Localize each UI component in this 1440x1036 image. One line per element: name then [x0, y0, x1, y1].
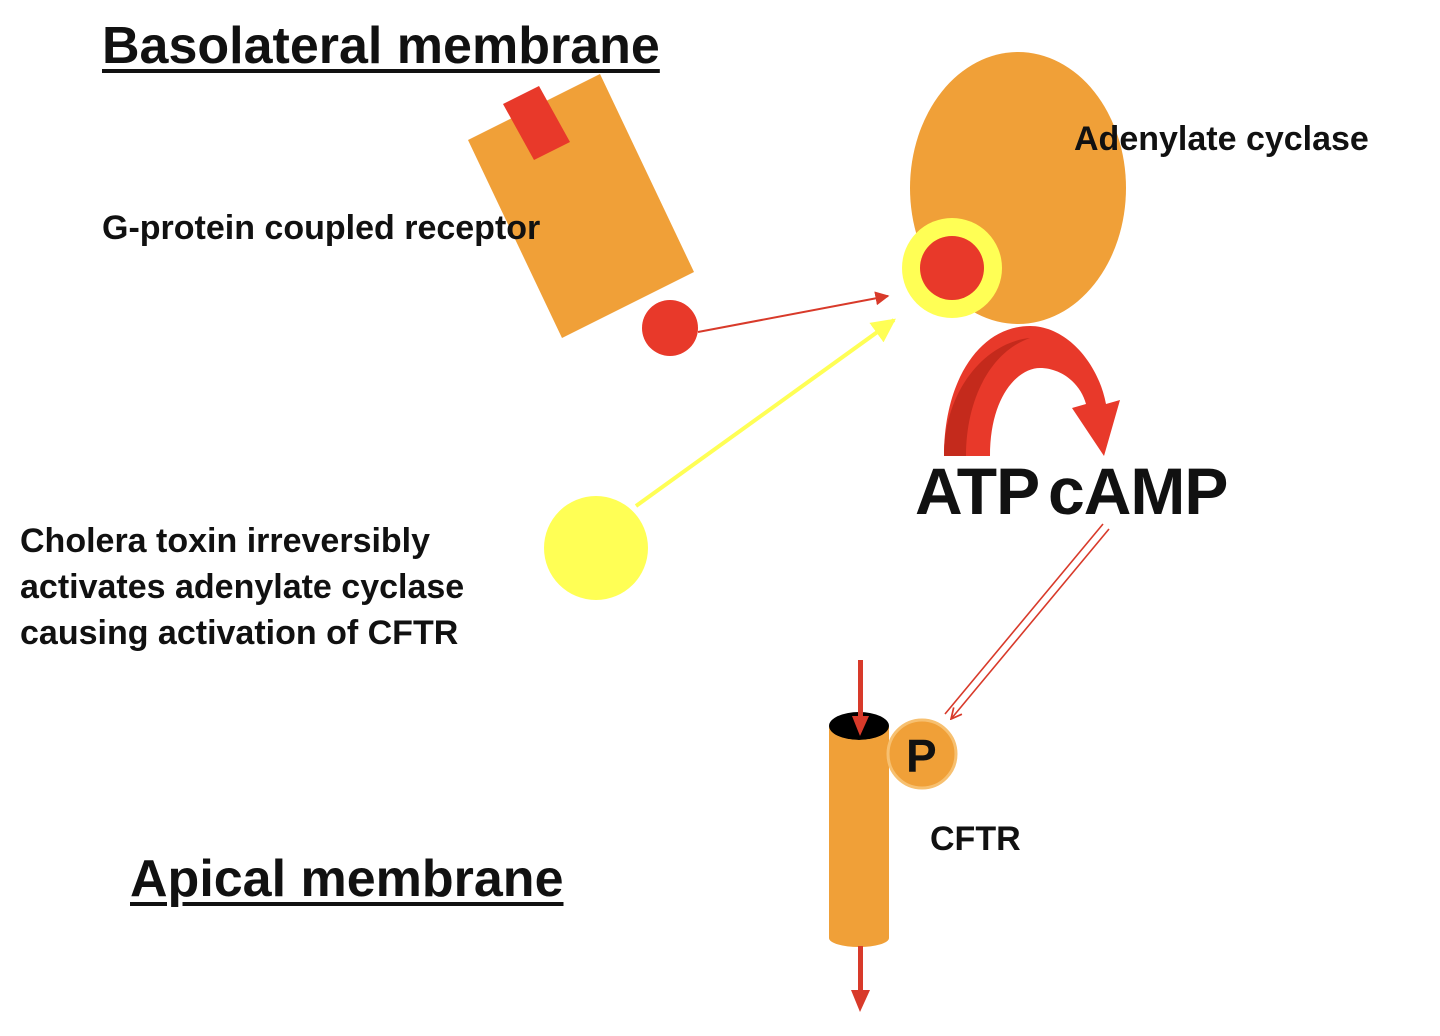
g-protein-to-cyclase-arrow	[697, 291, 890, 333]
phosphate-label: P	[906, 730, 937, 782]
gpcr-label: G-protein coupled receptor	[102, 209, 541, 247]
g-protein-coupled-receptor	[468, 74, 694, 338]
activated-g-protein-complex	[902, 218, 1002, 318]
cholera-line-2: activates adenylate cyclase	[20, 568, 465, 606]
basolateral-membrane-title: Basolateral membrane	[102, 17, 660, 75]
cholera-line-3: causing activation of CFTR	[20, 614, 459, 652]
chloride-influx-arrow	[852, 660, 869, 736]
atp-label: ATP	[915, 454, 1040, 528]
cholera-line-1: Cholera toxin irreversibly	[20, 522, 431, 560]
cholera-toxin-arrow	[634, 318, 896, 508]
g-protein-alpha-subunit	[642, 300, 698, 356]
phosphate-group	[886, 718, 958, 790]
cftr-channel	[829, 712, 889, 947]
apical-membrane-title: Apical membrane	[130, 850, 564, 908]
camp-label: cAMP	[1048, 454, 1228, 528]
adenylate-cyclase-label: Adenylate cyclase	[1074, 120, 1369, 158]
cholera-toxin	[544, 496, 648, 600]
chloride-efflux-arrow	[851, 946, 870, 1012]
cftr-label: CFTR	[930, 820, 1021, 858]
camp-to-cftr-arrow	[944, 523, 1110, 719]
atp-to-camp-shadow	[944, 338, 1030, 456]
cholera-toxin-description: Cholera toxin irreversibly activates ade…	[20, 518, 580, 656]
